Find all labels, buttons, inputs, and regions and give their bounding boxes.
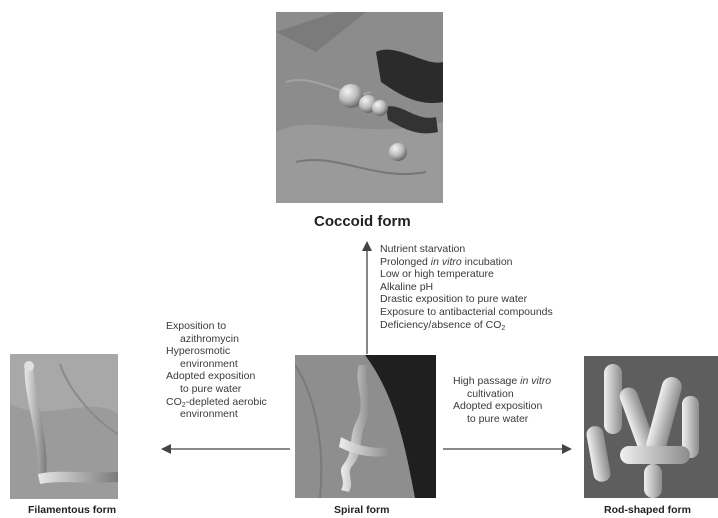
condition-cultivation: cultivation (453, 388, 551, 401)
spiral-form-label: Spiral form (334, 504, 389, 516)
condition-alkaline-ph: Alkaline pH (380, 281, 553, 294)
condition-azithromycin: azithromycin (166, 333, 267, 346)
condition-nutrient-starvation: Nutrient starvation (380, 243, 553, 256)
condition-exposition-to: Exposition to (166, 320, 267, 333)
arrow-to-coccoid (360, 240, 374, 356)
condition-rod-adopted-exposition: Adopted exposition (453, 400, 551, 413)
coccoid-form-label: Coccoid form (314, 213, 411, 230)
filamentous-micrograph (10, 354, 118, 499)
arrow-to-filamentous (160, 442, 292, 456)
condition-high-passage: High passage in vitro (453, 375, 551, 388)
condition-prolonged-incubation: Prolonged in vitro incubation (380, 256, 553, 269)
arrow-to-rod (441, 442, 575, 456)
condition-co2-depleted: CO2-depleted aerobic (166, 396, 267, 409)
condition-adopted-exposition: Adopted exposition (166, 370, 267, 383)
rod-micrograph (584, 356, 718, 498)
coccoid-conditions: Nutrient starvation Prolonged in vitro i… (380, 243, 553, 331)
condition-pure-water: to pure water (166, 383, 267, 396)
condition-co2-deficiency: Deficiency/absence of CO2 (380, 319, 553, 332)
spiral-micrograph (295, 355, 436, 498)
rod-form-label: Rod-shaped form (604, 504, 691, 516)
condition-drastic-water: Drastic exposition to pure water (380, 293, 553, 306)
rod-conditions: High passage in vitro cultivation Adopte… (453, 375, 551, 425)
filamentous-conditions: Exposition to azithromycin Hyperosmotic … (166, 320, 267, 421)
filamentous-form-label: Filamentous form (28, 504, 116, 516)
condition-aerobic-environment: environment (166, 408, 267, 421)
coccoid-micrograph (276, 12, 443, 203)
condition-temperature: Low or high temperature (380, 268, 553, 281)
condition-hyperosmotic: Hyperosmotic (166, 345, 267, 358)
condition-antibacterial: Exposure to antibacterial compounds (380, 306, 553, 319)
condition-environment: environment (166, 358, 267, 371)
condition-rod-pure-water: to pure water (453, 413, 551, 426)
